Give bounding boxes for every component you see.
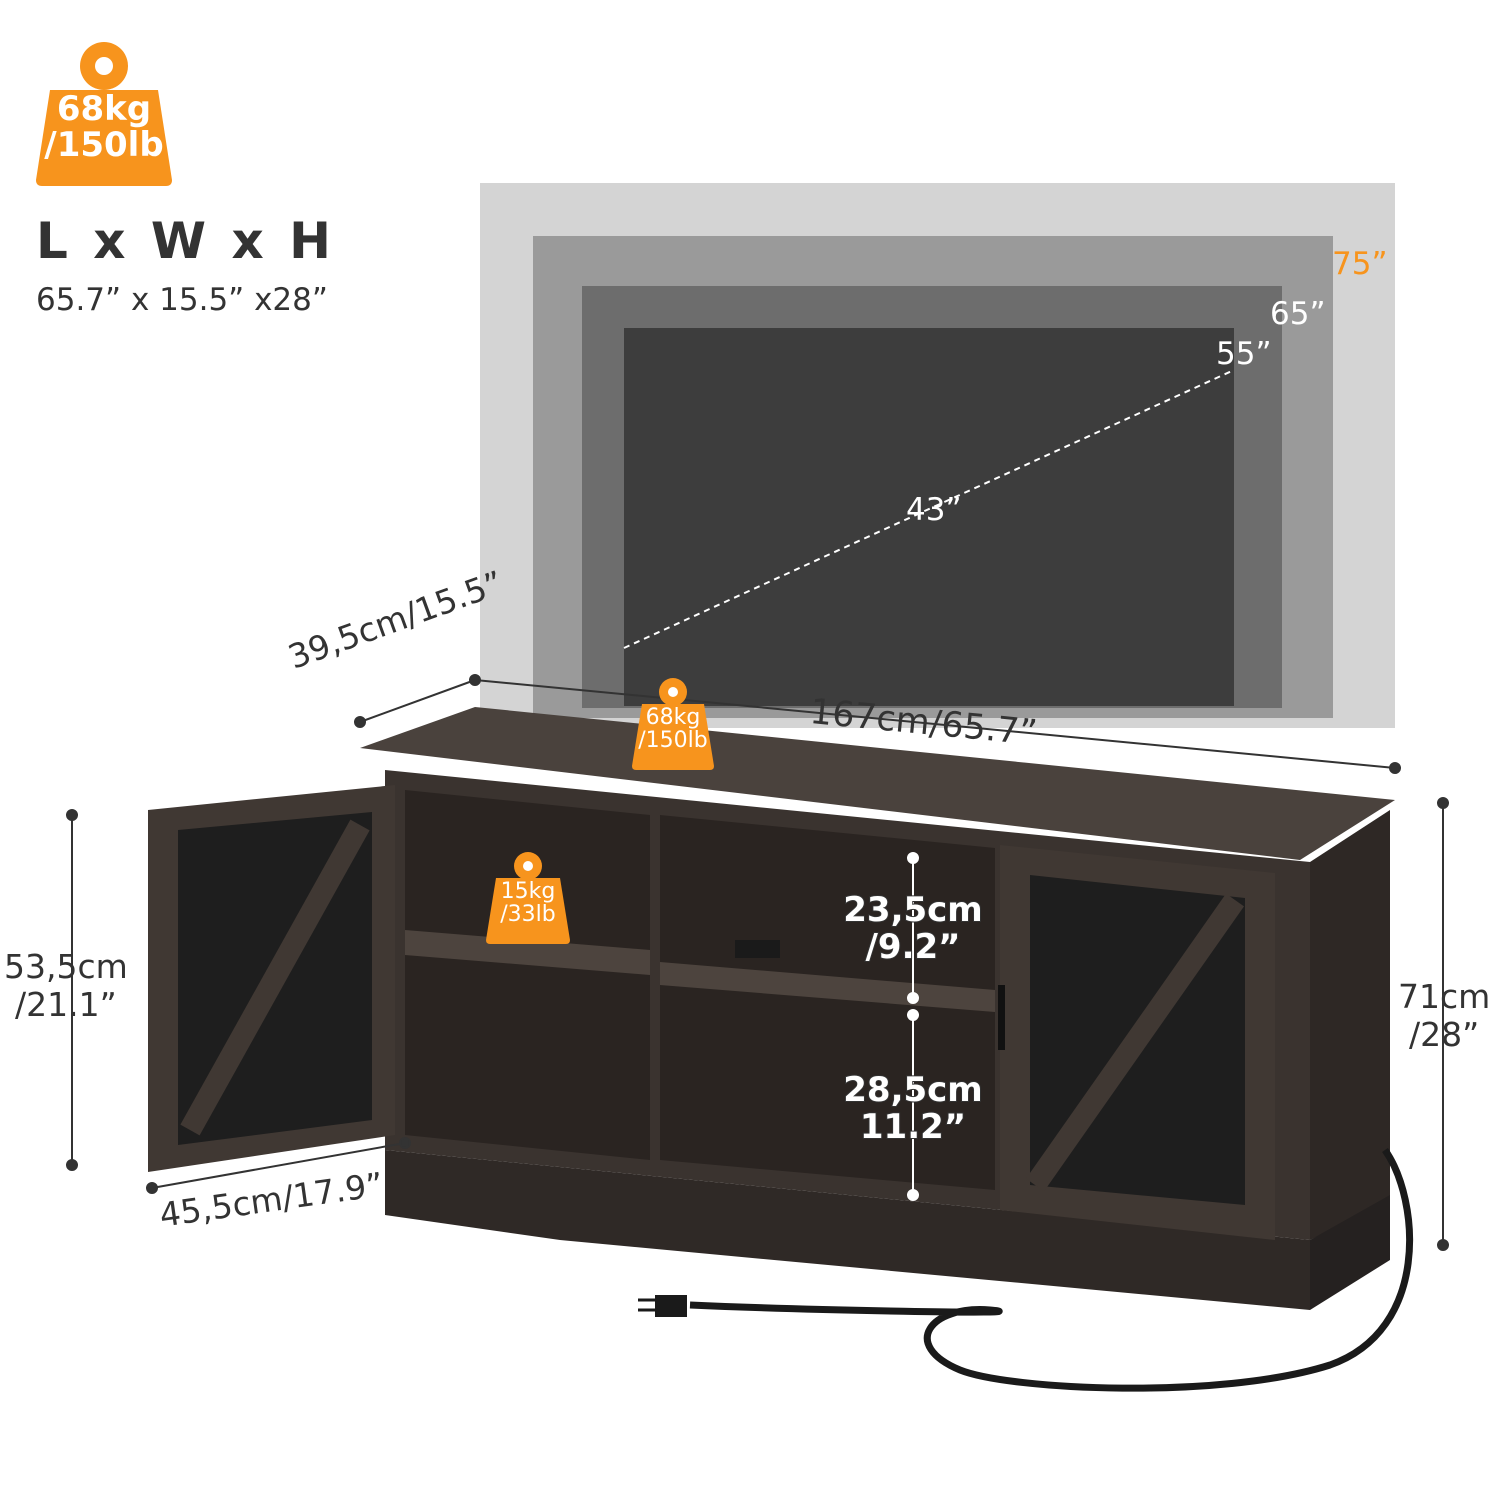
total-height-label: 71cm /28” xyxy=(1398,977,1491,1054)
weight-badge-main: 68kg /150lb xyxy=(36,89,172,165)
power-cord xyxy=(689,1147,1413,1392)
center-compartment xyxy=(660,815,995,1190)
left-compartment xyxy=(405,790,650,1160)
tv-size-55-label: 55” xyxy=(1216,336,1272,372)
power-plug xyxy=(655,1295,687,1317)
tv-diagonal-line xyxy=(623,369,1235,649)
dims-values: 65.7” x 15.5” x28” xyxy=(36,282,328,318)
right-door-brace xyxy=(1025,893,1245,1192)
weight-badge-main-kg: 68kg xyxy=(56,89,152,129)
upper-shelf-label: 23,5cm /9.2” xyxy=(842,890,983,968)
door-width-dim-line xyxy=(151,1142,406,1189)
lower-shelf-label: 28,5cm 11.2” xyxy=(842,1070,983,1148)
left-shelf xyxy=(405,930,650,975)
tv-size-75-label: 75” xyxy=(1332,246,1388,282)
left-door-brace xyxy=(180,819,370,1136)
weight-badge-main-lb: /150lb xyxy=(44,124,164,165)
dims-heading: L x W x H xyxy=(36,212,335,270)
depth-dim-line xyxy=(359,679,476,723)
tv-size-43-label: 43” xyxy=(906,492,962,528)
weight-badge-top-lb: /150lb xyxy=(638,728,708,754)
power-outlet xyxy=(735,940,780,958)
cabinet-base xyxy=(385,1150,1310,1310)
weight-badge-top-kg: 68kg xyxy=(645,705,701,730)
weight-badge-shelf-lb: /33lb xyxy=(500,902,556,928)
tv-43-screen xyxy=(624,328,1234,706)
length-dim-line xyxy=(474,679,1396,769)
weight-badge-shelf-kg: 15kg xyxy=(500,879,556,904)
cabinet-side xyxy=(1310,810,1390,1240)
cabinet-height-label: 53,5cm /21.1” xyxy=(4,947,128,1024)
tv-size-65-label: 65” xyxy=(1270,296,1326,332)
weight-badge-shelf: 15kg /33lb xyxy=(486,880,570,926)
right-door-handle xyxy=(998,985,1005,1050)
cabinet-base-side xyxy=(1310,1195,1390,1310)
weight-badge-top: 68kg /150lb xyxy=(632,706,714,752)
cabinet-top-surface xyxy=(360,707,1395,860)
